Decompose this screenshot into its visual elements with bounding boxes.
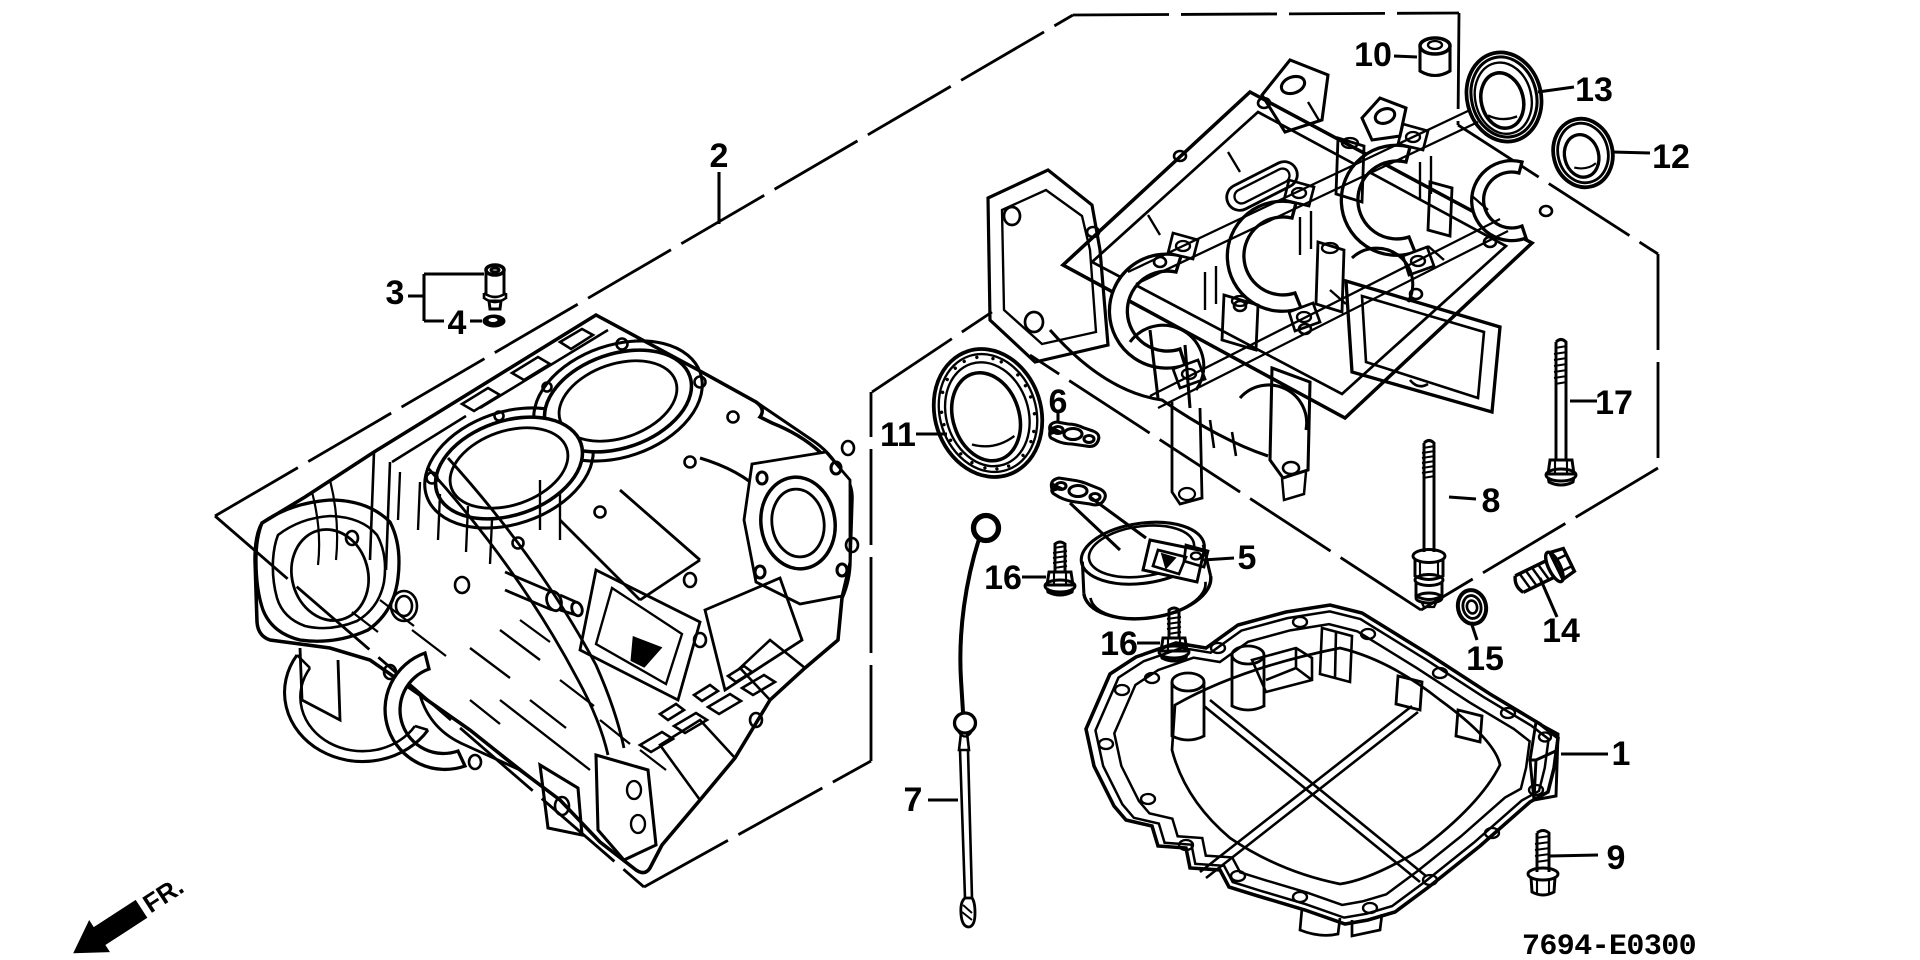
svg-text:3: 3	[386, 274, 405, 312]
svg-text:10: 10	[1354, 36, 1392, 74]
svg-text:12: 12	[1652, 138, 1690, 176]
svg-text:7694-E0300: 7694-E0300	[1522, 930, 1696, 960]
svg-text:14: 14	[1542, 612, 1580, 650]
svg-text:16: 16	[984, 559, 1022, 597]
svg-text:8: 8	[1482, 482, 1501, 520]
svg-text:13: 13	[1575, 71, 1613, 109]
svg-text:7: 7	[904, 781, 923, 819]
svg-text:16: 16	[1100, 625, 1138, 663]
svg-text:11: 11	[880, 416, 916, 454]
svg-text:1: 1	[1612, 735, 1631, 773]
svg-text:5: 5	[1238, 539, 1257, 577]
svg-text:15: 15	[1466, 640, 1504, 678]
svg-text:17: 17	[1595, 384, 1633, 422]
svg-text:9: 9	[1607, 839, 1626, 877]
svg-text:2: 2	[710, 137, 729, 175]
svg-text:4: 4	[448, 304, 467, 342]
svg-text:6: 6	[1049, 383, 1068, 421]
